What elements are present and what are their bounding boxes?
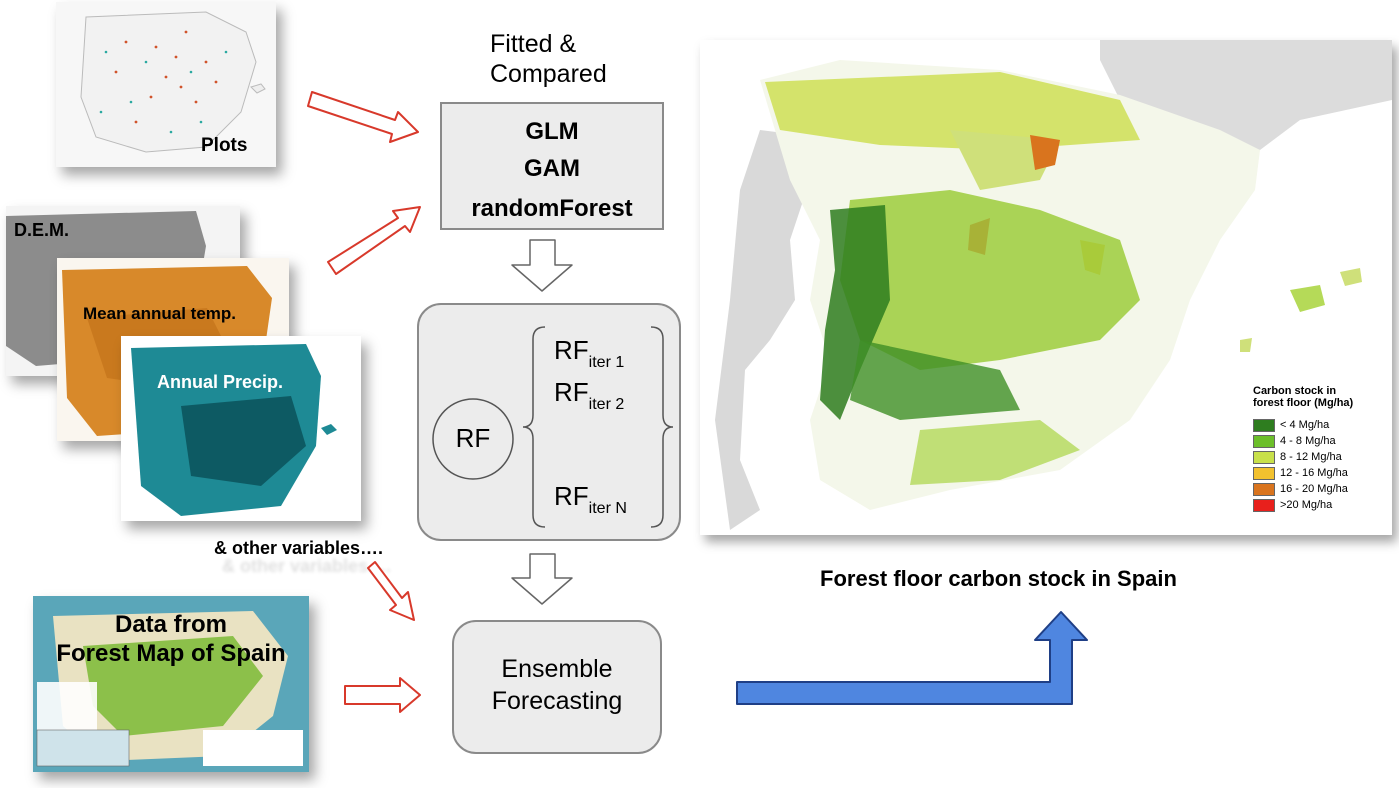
legend-item: 4 - 8 Mg/ha — [1253, 433, 1383, 449]
rf-iter-1-base: RF — [554, 335, 589, 365]
arrow-models-to-rf — [511, 239, 573, 292]
legend-item: 12 - 16 Mg/ha — [1253, 465, 1383, 481]
output-title: Forest floor carbon stock in Spain — [820, 566, 1177, 591]
fitted-caption-line1: Fitted & — [490, 30, 577, 58]
fitted-caption-line2: Compared — [490, 60, 607, 88]
other-variables-reflection: & other variables…. — [222, 556, 392, 576]
models-box: GLM GAM randomForest — [440, 102, 664, 230]
precip-label: Annual Precip. — [157, 372, 284, 392]
legend-item-label: 12 - 16 Mg/ha — [1280, 467, 1348, 479]
arrow-rf-to-ensemble — [511, 553, 573, 605]
rf-iter-1-sub: iter 1 — [588, 354, 625, 371]
legend-item-label: < 4 Mg/ha — [1280, 419, 1330, 431]
plots-map-card: Plots — [56, 2, 276, 167]
rf-circle — [432, 398, 514, 480]
legend-item-label: 4 - 8 Mg/ha — [1280, 435, 1336, 447]
rf-braces — [522, 326, 674, 528]
dem-label: D.E.M. — [14, 220, 70, 240]
precip-map-card: Annual Precip. — [121, 336, 361, 521]
legend-swatch — [1253, 450, 1275, 464]
arrow-other-to-ensemble — [367, 561, 415, 621]
legend-item: 8 - 12 Mg/ha — [1253, 449, 1383, 465]
forest-map-image — [33, 596, 309, 772]
carbon-map-card: Carbon stock in forest floor (Mg/ha) < 4… — [700, 40, 1392, 535]
legend-swatch — [1253, 482, 1275, 496]
plots-map-image — [80, 11, 266, 153]
legend-item-label: 16 - 20 Mg/ha — [1280, 483, 1348, 495]
other-variables-label: & other variables…. — [214, 538, 384, 558]
model-randomforest: randomForest — [471, 195, 633, 222]
forest-map-card: Data from Forest Map of Spain — [33, 596, 309, 772]
carbon-map-image — [715, 40, 1392, 530]
legend-item-label: 8 - 12 Mg/ha — [1280, 451, 1342, 463]
legend-swatch — [1253, 434, 1275, 448]
legend-title-line1: Carbon stock in — [1253, 385, 1337, 397]
rf-box: RF RFiter 1 RFiter 2 RFiter N — [417, 303, 681, 541]
rf-label: RF — [455, 423, 491, 453]
legend-swatch — [1253, 466, 1275, 480]
rf-iter-n: RFiter N — [554, 481, 627, 517]
arrow-forestmap-to-ensemble — [344, 677, 421, 713]
rf-iter-1: RFiter 1 — [554, 335, 624, 371]
legend-item: < 4 Mg/ha — [1253, 417, 1383, 433]
arrow-env-to-models — [327, 206, 421, 275]
model-glm: GLM — [525, 118, 579, 145]
legend-item-label: >20 Mg/ha — [1280, 499, 1333, 511]
rf-iter-n-sub: iter N — [588, 500, 627, 517]
ensemble-label-line2: Forecasting — [491, 687, 623, 715]
model-gam: GAM — [524, 155, 580, 182]
ensemble-label-line1: Ensemble — [501, 655, 613, 683]
precip-map-image — [131, 344, 337, 516]
ensemble-box: Ensemble Forecasting — [452, 620, 662, 754]
plots-label: Plots — [201, 135, 248, 156]
carbon-legend: Carbon stock in forest floor (Mg/ha) < 4… — [1253, 385, 1383, 513]
legend-swatch — [1253, 418, 1275, 432]
forest-map-label-line2: Forest Map of Spain — [56, 640, 286, 667]
rf-iter-2: RFiter 2 — [554, 377, 624, 413]
temp-label: Mean annual temp. — [83, 304, 237, 323]
rf-iter-2-base: RF — [554, 377, 589, 407]
rf-iter-n-base: RF — [554, 481, 589, 511]
legend-item: 16 - 20 Mg/ha — [1253, 481, 1383, 497]
forest-map-label-line1: Data from — [114, 611, 228, 638]
legend-swatch — [1253, 498, 1275, 512]
arrow-plots-to-models — [307, 91, 419, 143]
legend-title-line2: forest floor (Mg/ha) — [1253, 397, 1354, 409]
rf-iter-2-sub: iter 2 — [588, 396, 625, 413]
legend-item: >20 Mg/ha — [1253, 497, 1383, 513]
